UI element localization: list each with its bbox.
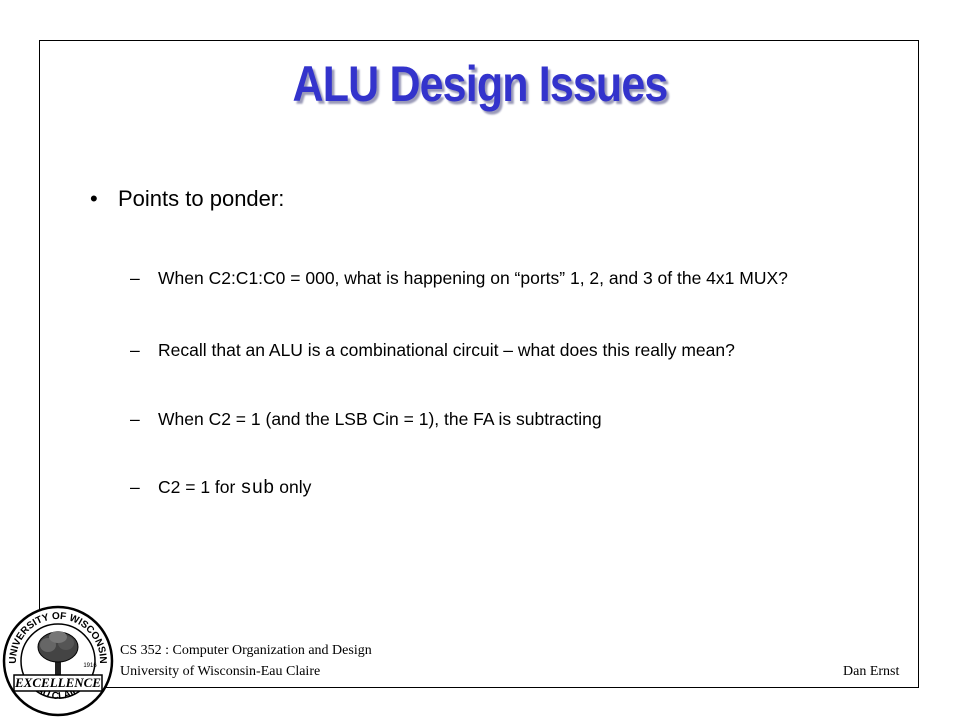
- bullet-symbol: •: [90, 186, 98, 211]
- svg-text:EXCELLENCE: EXCELLENCE: [14, 675, 101, 690]
- sub-item-text: When C2:C1:C0 = 000, what is happening o…: [158, 268, 788, 288]
- dash-symbol: –: [130, 477, 140, 497]
- bullet-text: Points to ponder:: [118, 186, 285, 211]
- slide-frame: [39, 40, 919, 688]
- sub-item-3: –When C2 = 1 (and the LSB Cin = 1), the …: [130, 409, 602, 430]
- svg-text:1916: 1916: [83, 663, 97, 669]
- slide-title: ALU Design Issues: [292, 56, 669, 112]
- bullet-points-to-ponder: • Points to ponder:: [90, 186, 284, 212]
- sub-item-4: –C2 = 1 for sub only: [130, 477, 311, 499]
- footer-university: University of Wisconsin-Eau Claire: [120, 664, 321, 679]
- dash-symbol: –: [130, 409, 140, 429]
- sub-item-2: –Recall that an ALU is a combinational c…: [130, 340, 735, 361]
- footer-author: Dan Ernst: [843, 664, 900, 679]
- sub-item-text: Recall that an ALU is a combinational ci…: [158, 340, 735, 360]
- sub-item-1: –When C2:C1:C0 = 000, what is happening …: [130, 268, 788, 289]
- footer-course: CS 352 : Computer Organization and Desig…: [120, 643, 372, 658]
- dash-symbol: –: [130, 340, 140, 360]
- sub-item-text: C2 = 1 for: [158, 477, 241, 497]
- dash-symbol: –: [130, 268, 140, 288]
- university-seal-logo: UNIVERSITY OF WISCONSIN EAU CLAIRE EXCEL…: [2, 605, 114, 717]
- sub-item-text: When C2 = 1 (and the LSB Cin = 1), the F…: [158, 409, 602, 429]
- sub-item-text-tail: only: [274, 477, 312, 497]
- code-sub: sub: [240, 477, 275, 499]
